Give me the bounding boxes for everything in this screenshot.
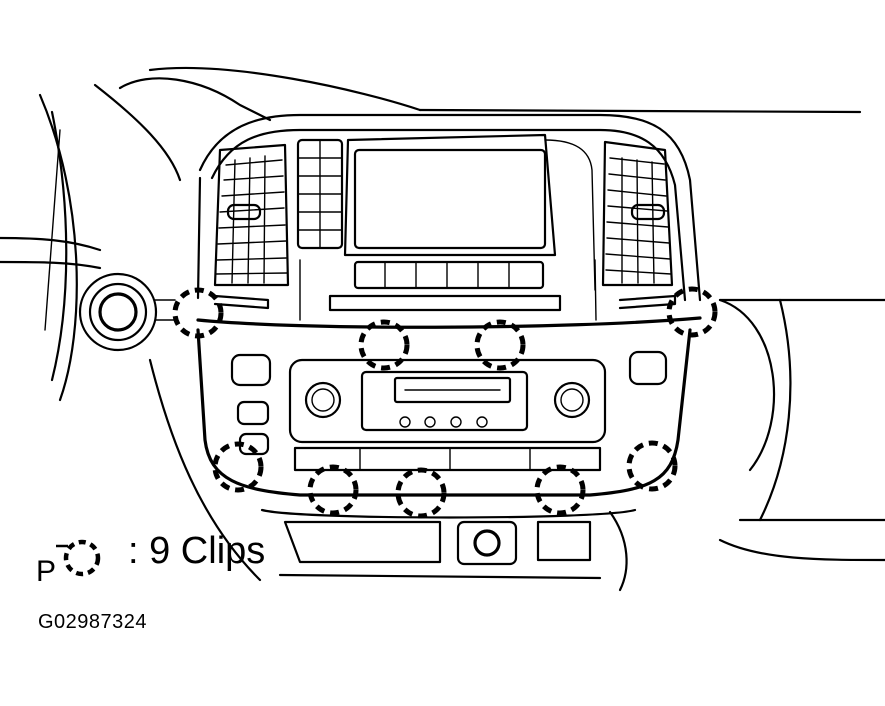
clip-marker-2 — [358, 319, 410, 371]
clip-marker-9 — [626, 440, 678, 492]
display-screen — [299, 133, 597, 321]
clip-marker-4 — [666, 286, 718, 338]
clip-marker-8 — [534, 464, 586, 516]
ignition-switch — [78, 272, 176, 352]
clip-marker-1 — [172, 287, 224, 339]
right-air-vent — [601, 140, 677, 310]
legend-symbol-letter: P — [36, 555, 57, 588]
legend-clip-count: : 9 Clips — [128, 530, 266, 572]
lower-console — [260, 508, 637, 592]
figure-code: G02987324 — [38, 611, 148, 633]
dashboard-outline — [93, 66, 885, 582]
clip-marker-3 — [474, 319, 526, 371]
upper-switch-grid — [296, 138, 344, 250]
clip-marker-5 — [212, 441, 264, 493]
clip-markers — [172, 286, 718, 519]
steering-wheel — [0, 93, 102, 402]
left-air-vent — [213, 143, 290, 310]
clip-marker-6 — [307, 464, 359, 516]
dashed-circle-clip-icon — [56, 539, 101, 577]
clip-marker-7 — [395, 467, 447, 519]
audio-unit — [288, 358, 607, 472]
display-buttons — [328, 260, 562, 312]
center-bezel — [196, 113, 702, 497]
